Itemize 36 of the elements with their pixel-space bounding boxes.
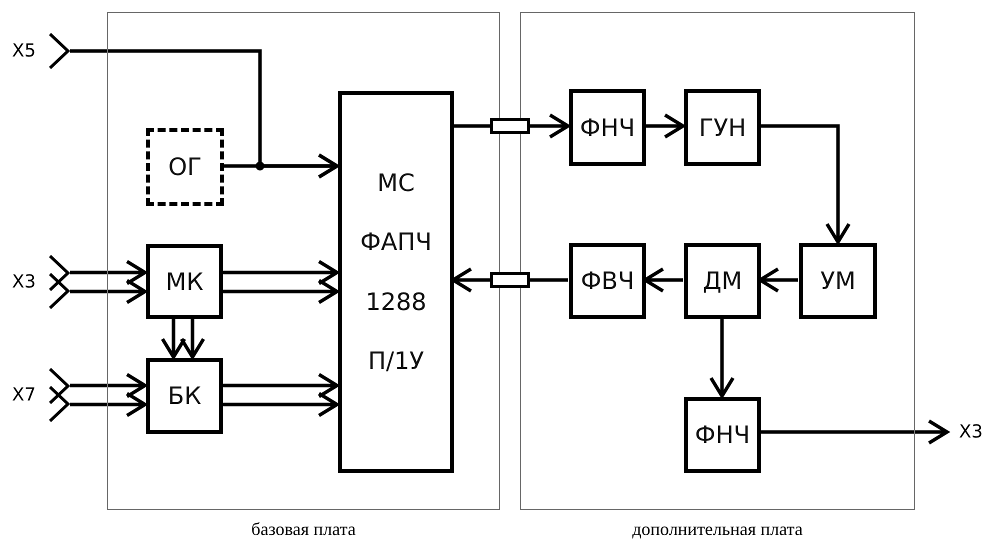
block-box [799,243,877,319]
block-box [338,91,454,473]
block-box [684,243,761,319]
block-label: П/1У [368,349,424,374]
connector-line [453,124,490,128]
bus-arrow [68,260,148,304]
board-caption: базовая плата [250,519,357,540]
connector-label: X5 [12,40,36,62]
block-label: ГУН [698,116,746,140]
connector-box [490,272,530,288]
block-label: УМ [820,269,856,293]
block-label: ФАПЧ [360,230,432,254]
block-box [684,89,761,166]
optional-block [146,128,224,206]
block-box [569,89,646,166]
connector-box [490,118,530,134]
block-label: МС [377,170,415,195]
block-box [569,243,646,319]
block-label: МК [166,270,204,294]
block-label: БК [168,384,202,408]
connector-line [530,278,568,282]
block-label: ФНЧ [694,423,750,447]
bus-arrow [68,372,148,418]
board-caption: дополнительная плата [631,519,804,540]
connector-label: X3 [12,272,36,292]
block-label: ОГ [168,155,202,179]
arrow [528,113,572,139]
block-box [684,397,761,473]
block-label: ФНЧ [580,116,636,140]
block-label: 1288 [365,290,427,314]
block-box [146,358,223,434]
block-label: ФВЧ [580,269,634,293]
block-box [146,244,223,319]
block-label: ДМ [702,269,742,293]
connector-label: X7 [12,384,36,406]
connector-label: X3 [959,422,983,442]
